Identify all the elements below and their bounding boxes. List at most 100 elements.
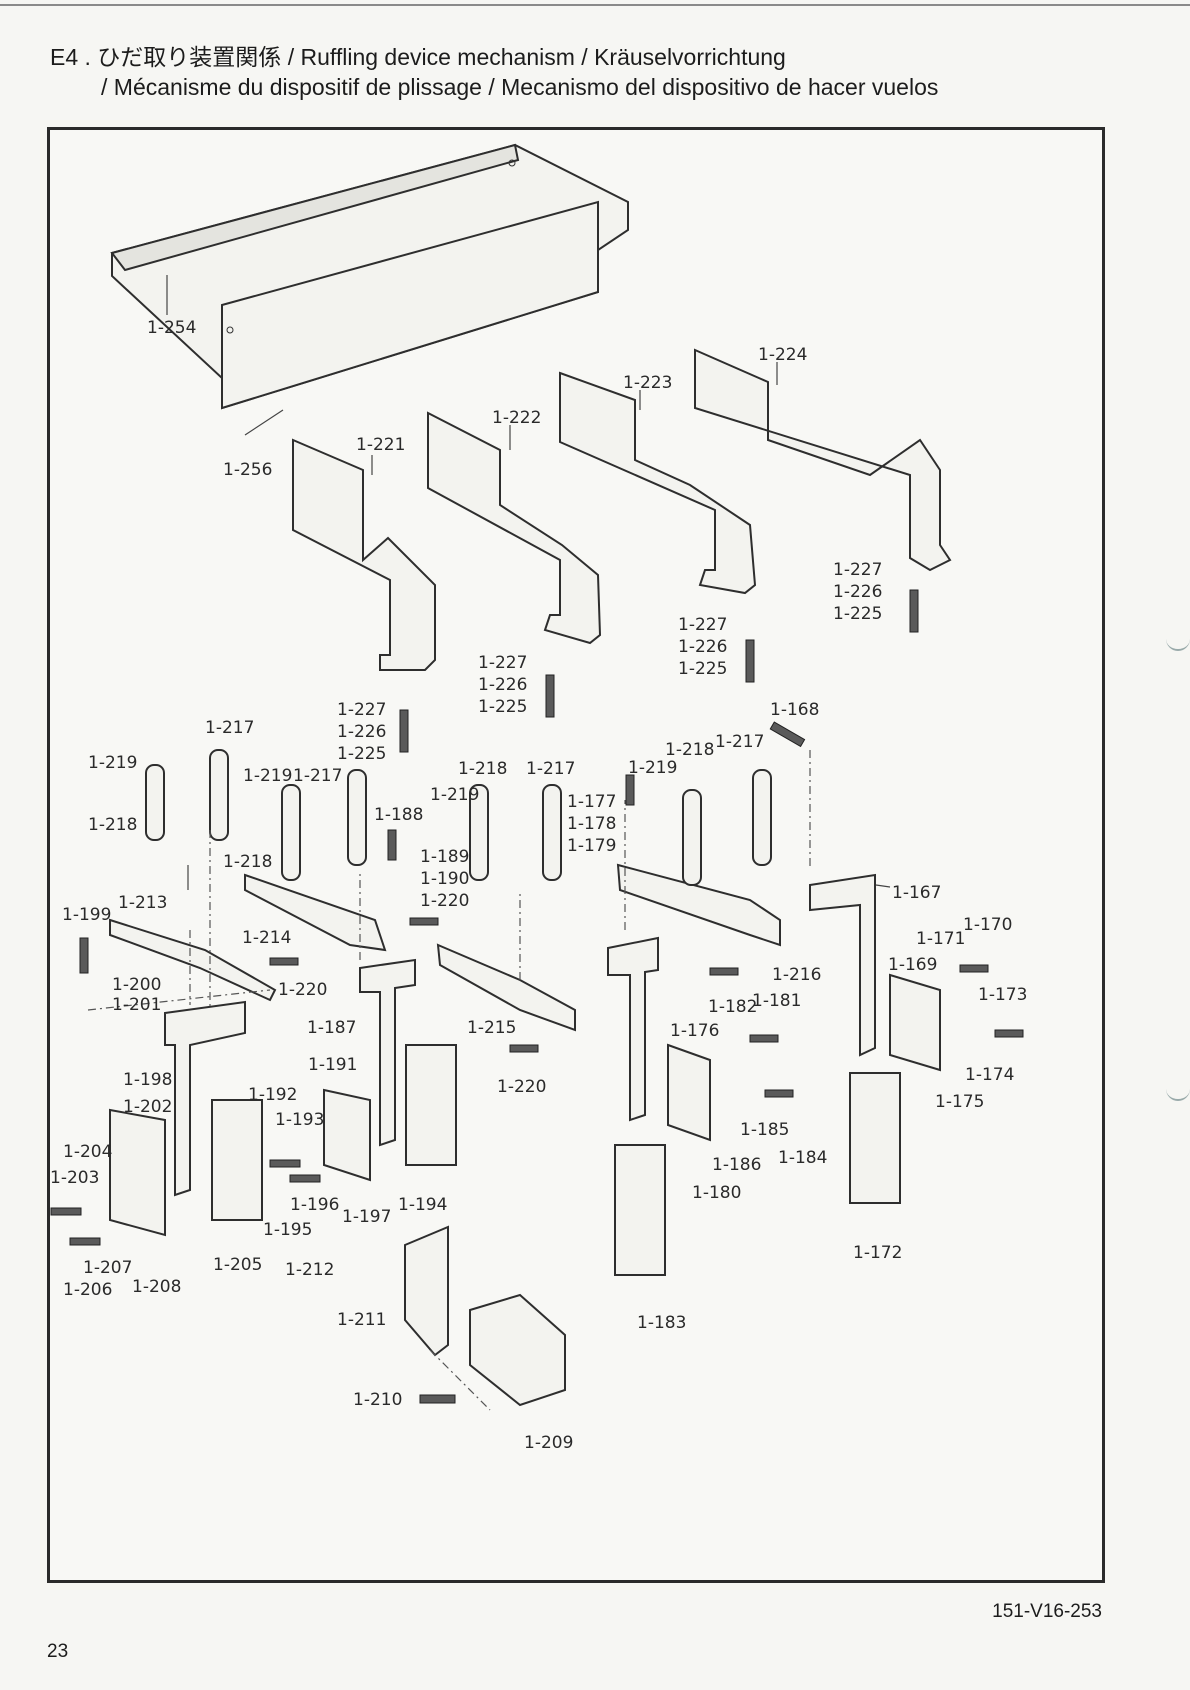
slotted-links bbox=[145, 749, 772, 886]
page-title: E4 . ひだ取り装置関係 / Ruffling device mechanis… bbox=[50, 42, 938, 102]
callout: 1-176 bbox=[670, 1021, 719, 1041]
callout-labels: 1-254 1-256 1-221 1-222 1-223 1-224 1-22… bbox=[50, 318, 1027, 1453]
callout: 1-218 bbox=[665, 740, 714, 760]
callout: 1-219 bbox=[430, 785, 479, 805]
plates bbox=[109, 973, 941, 1237]
callout: 1-174 bbox=[965, 1065, 1014, 1085]
callout: 1-227 bbox=[833, 560, 882, 580]
callout: 1-169 bbox=[888, 955, 937, 975]
plate-1-214 bbox=[244, 873, 387, 952]
callout: 1-227 bbox=[678, 615, 727, 635]
callout: 1-183 bbox=[637, 1313, 686, 1333]
callout: 1-256 bbox=[223, 460, 272, 480]
callout: 1-219 bbox=[243, 766, 292, 786]
callout: 1-198 bbox=[123, 1070, 172, 1090]
guide-1-221 bbox=[292, 438, 436, 671]
callout: 1-217 bbox=[293, 766, 342, 786]
callout: 1-201 bbox=[112, 995, 161, 1015]
bracket-1-187 bbox=[359, 958, 416, 1147]
callout: 1-226 bbox=[478, 675, 527, 695]
bracket-1-211 bbox=[404, 1225, 449, 1357]
callout: 1-220 bbox=[278, 980, 327, 1000]
callout: 1-205 bbox=[213, 1255, 262, 1275]
callout: 1-226 bbox=[337, 722, 386, 742]
callout: 1-209 bbox=[524, 1433, 573, 1453]
bracket-1-198 bbox=[164, 1000, 246, 1197]
callout: 1-254 bbox=[147, 318, 196, 338]
callout: 1-203 bbox=[50, 1168, 99, 1188]
callout: 1-170 bbox=[963, 915, 1012, 935]
plate-1-213 bbox=[109, 918, 277, 1002]
callout: 1-200 bbox=[112, 975, 161, 995]
callout: 1-188 bbox=[374, 805, 423, 825]
callout: 1-208 bbox=[132, 1277, 181, 1297]
callout: 1-226 bbox=[833, 582, 882, 602]
cylinder-1-209 bbox=[469, 1293, 566, 1407]
callout: 1-179 bbox=[567, 836, 616, 856]
callout: 1-215 bbox=[467, 1018, 516, 1038]
callout: 1-223 bbox=[623, 373, 672, 393]
callout: 1-184 bbox=[778, 1148, 827, 1168]
callout: 1-173 bbox=[978, 985, 1027, 1005]
callout: 1-181 bbox=[752, 991, 801, 1011]
leader-lines bbox=[166, 275, 891, 890]
callout: 1-214 bbox=[242, 928, 291, 948]
callout: 1-186 bbox=[712, 1155, 761, 1175]
callout: 1-204 bbox=[63, 1142, 112, 1162]
guide-1-223 bbox=[559, 371, 757, 595]
callout: 1-178 bbox=[567, 814, 616, 834]
callout: 1-219 bbox=[628, 758, 677, 778]
callout: 1-225 bbox=[833, 604, 882, 624]
callout: 1-189 bbox=[420, 847, 469, 867]
callout: 1-172 bbox=[853, 1243, 902, 1263]
callout: 1-197 bbox=[342, 1207, 391, 1227]
callout: 1-217 bbox=[715, 732, 764, 752]
title-line-1: E4 . ひだ取り装置関係 / Ruffling device mechanis… bbox=[50, 44, 786, 70]
callout: 1-226 bbox=[678, 637, 727, 657]
assembly-lines bbox=[87, 750, 811, 1411]
callout: 1-220 bbox=[497, 1077, 546, 1097]
callout: 1-192 bbox=[248, 1085, 297, 1105]
callout: 1-225 bbox=[478, 697, 527, 717]
callout: 1-213 bbox=[118, 893, 167, 913]
callout: 1-221 bbox=[356, 435, 405, 455]
callout: 1-190 bbox=[420, 869, 469, 889]
callout: 1-207 bbox=[83, 1258, 132, 1278]
callout: 1-224 bbox=[758, 345, 807, 365]
bracket-1-167 bbox=[809, 873, 876, 1057]
cover-1-254 bbox=[110, 143, 629, 410]
callout: 1-202 bbox=[123, 1097, 172, 1117]
bracket-1-176 bbox=[607, 936, 659, 1122]
callout: 1-218 bbox=[88, 815, 137, 835]
callout: 1-175 bbox=[935, 1092, 984, 1112]
callout: 1-219 bbox=[88, 753, 137, 773]
guide-1-224 bbox=[694, 348, 952, 572]
callout: 1-212 bbox=[285, 1260, 334, 1280]
callout: 1-180 bbox=[692, 1183, 741, 1203]
cylinders bbox=[211, 1044, 901, 1276]
page-number: 23 bbox=[47, 1641, 69, 1662]
callout: 1-206 bbox=[63, 1280, 112, 1300]
callout: 1-220 bbox=[420, 891, 469, 911]
screws bbox=[50, 589, 1024, 1404]
callout: 1-171 bbox=[916, 929, 965, 949]
callout: 1-168 bbox=[770, 700, 819, 720]
callout: 1-185 bbox=[740, 1120, 789, 1140]
callout: 1-227 bbox=[478, 653, 527, 673]
callout: 1-195 bbox=[263, 1220, 312, 1240]
callout: 1-216 bbox=[772, 965, 821, 985]
drawing-reference: 151-V16-253 bbox=[992, 1601, 1102, 1622]
callout: 1-218 bbox=[458, 759, 507, 779]
title-line-2: / Mécanisme du dispositif de plissage / … bbox=[101, 74, 939, 100]
callout: 1-225 bbox=[337, 744, 386, 764]
callout: 1-225 bbox=[678, 659, 727, 679]
binding-mark bbox=[1166, 1075, 1190, 1101]
callout: 1-217 bbox=[526, 759, 575, 779]
callout: 1-182 bbox=[708, 997, 757, 1017]
callout: 1-227 bbox=[337, 700, 386, 720]
callout: 1-187 bbox=[307, 1018, 356, 1038]
callout: 1-194 bbox=[398, 1195, 447, 1215]
callout: 1-222 bbox=[492, 408, 541, 428]
callout: 1-199 bbox=[62, 905, 111, 925]
exploded-parts-diagram: 1-254 1-256 1-221 1-222 1-223 1-224 1-22… bbox=[50, 143, 1027, 1453]
